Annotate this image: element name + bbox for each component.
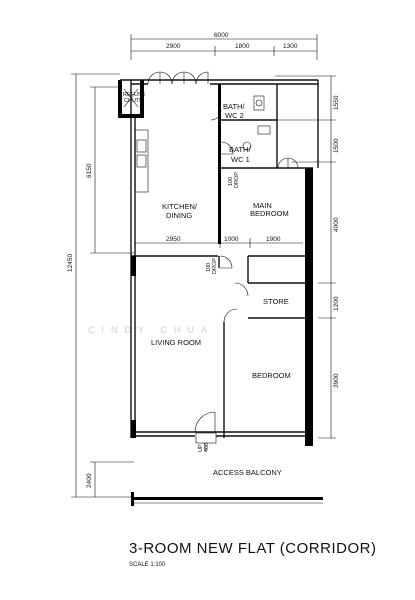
dim-right-3: 4000 (333, 217, 340, 232)
dim-mid-3: 1900 (266, 236, 281, 243)
up-400-label: UP (198, 444, 204, 452)
dim-right-2: 1500 (333, 138, 340, 153)
dim-right-4: 1200 (333, 296, 340, 311)
dim-top-seg1: 2900 (166, 43, 181, 50)
refuse-chute-label-line2: CHUTE (124, 98, 143, 104)
bedroom-label: BEDROOM (252, 371, 291, 380)
dim-top-seg3: 1300 (283, 43, 298, 50)
dim-mid-2: 1000 (224, 236, 239, 243)
store-label: STORE (263, 297, 289, 306)
dim-left-upper: 6150 (86, 163, 93, 178)
bath-wc-2-label: BATH/ (223, 102, 245, 111)
plan-scale: SCALE 1:100 (129, 562, 166, 568)
bath-wc-2-label-line2: WC 2 (225, 111, 244, 120)
refuse-chute-label: REFUSE (123, 92, 146, 98)
drop-100-a-line2: DROP (234, 172, 240, 188)
watermark: CINDY CHUA (88, 325, 214, 335)
dim-mid-1: 2950 (166, 236, 181, 243)
main-bedroom-label-line2: BEDROOM (250, 209, 289, 218)
bath-wc-1-label-line2: WC 1 (231, 155, 250, 164)
drop-100-a: 100 (228, 177, 234, 186)
dim-top-total: 6000 (214, 32, 229, 39)
main-bedroom-label: MAIN (253, 201, 272, 210)
dim-left-total: 12450 (67, 254, 74, 272)
up-400-label-line2: 400 (204, 443, 210, 452)
dim-left-lower: 2400 (86, 473, 93, 488)
kitchen-dining-label-line2: DINING (166, 211, 192, 220)
dimensions: 6000 2900 1800 1300 12450 6150 2400 1550… (67, 32, 340, 498)
dim-right-5: 3900 (333, 373, 340, 388)
room-labels: BATH/ WC 2 BATH/ WC 1 KITCHEN/ DINING MA… (123, 92, 291, 477)
doors (147, 71, 299, 452)
dim-top-seg2: 1800 (235, 43, 250, 50)
kitchen-dining-label: KITCHEN/ (162, 202, 198, 211)
access-balcony-label: ACCESS BALCONY (213, 468, 282, 477)
bath-wc-1-label: BATH/ (229, 145, 251, 154)
plan-title: 3-ROOM NEW FLAT (CORRIDOR) (129, 540, 376, 557)
walls (118, 79, 323, 506)
dim-right-1: 1550 (333, 95, 340, 110)
living-room-label: LIVING ROOM (151, 338, 201, 347)
drop-100-b-line2: DROP (212, 258, 218, 274)
drop-100-b: 100 (206, 263, 212, 272)
